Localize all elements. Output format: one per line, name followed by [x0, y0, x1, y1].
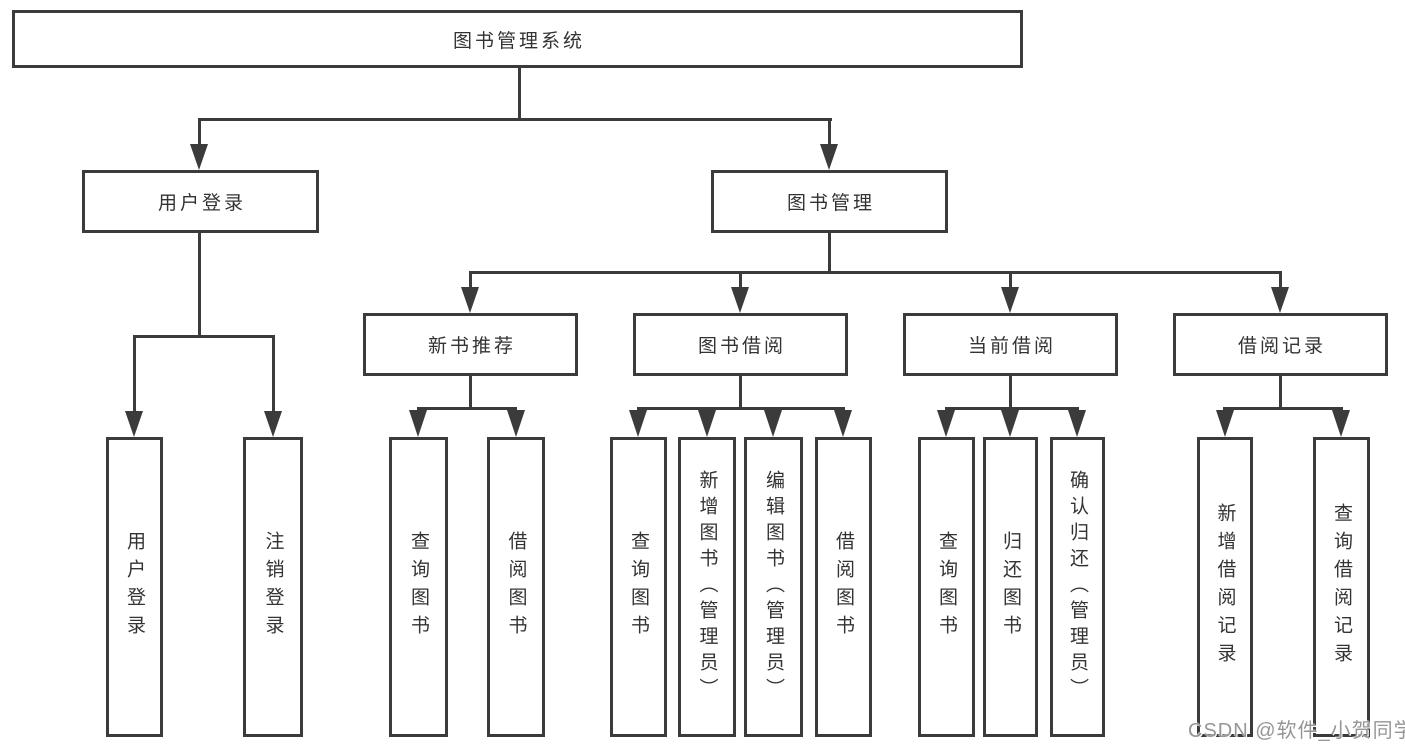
connector-root-stem [518, 68, 521, 120]
connector-drop-current [1009, 274, 1012, 290]
arrow-down-icon [1001, 287, 1019, 313]
node-current-borrowing: 当前借阅 [903, 313, 1118, 376]
connector-borrowing-bar [637, 407, 845, 410]
node-new-book-recommend-label: 新书推荐 [427, 336, 516, 357]
connector-drop-book-management [828, 121, 831, 147]
connector-root-bar [198, 118, 832, 121]
arrow-down-icon [834, 410, 852, 437]
root-node-label: 图书管理系统 [452, 30, 585, 52]
connector-drop-leaf-login [133, 338, 136, 414]
arrow-down-icon [264, 411, 282, 437]
leaf-borrow-books-label: 借阅图书 [833, 531, 854, 643]
leaf-borrow-books-recommend: 借阅图书 [487, 437, 545, 737]
arrow-down-icon [937, 410, 955, 437]
leaf-query-borrow-record: 查询借阅记录 [1313, 437, 1370, 737]
arrow-down-icon [1332, 410, 1350, 437]
node-book-management: 图书管理 [711, 170, 948, 233]
leaf-borrow-books-recommend-label: 借阅图书 [505, 531, 527, 643]
connector-records-bar [1223, 407, 1343, 410]
arrow-down-icon [1001, 410, 1019, 437]
root-node-library-system: 图书管理系统 [12, 10, 1023, 68]
arrow-down-icon [731, 287, 749, 313]
arrow-down-icon [190, 144, 208, 170]
node-book-borrowing: 图书借阅 [633, 313, 848, 376]
arrow-down-icon [698, 410, 716, 437]
connector-drop-leaf-logout [272, 338, 275, 414]
leaf-user-login-label: 用户登录 [124, 531, 145, 643]
leaf-query-books-recommend-label: 查询图书 [408, 531, 429, 643]
arrow-down-icon [1068, 410, 1086, 437]
leaf-add-books-admin-label: 新增图书（管理员） [696, 470, 718, 704]
leaf-edit-books-admin-label: 编辑图书（管理员） [763, 470, 784, 704]
connector-drop-user-login [198, 121, 201, 147]
arrow-down-icon [409, 410, 427, 437]
csdn-watermark: CSDN @软件_小贺同学 [1188, 720, 1405, 742]
connector-borrowing-stem [739, 376, 742, 409]
arrow-down-icon [125, 411, 143, 437]
connector-records-stem [1279, 376, 1282, 409]
leaf-confirm-return-admin: 确认归还（管理员） [1050, 437, 1105, 737]
connector-login-stem [198, 233, 201, 337]
node-current-borrowing-label: 当前借阅 [967, 336, 1056, 357]
arrow-down-icon [764, 410, 782, 437]
leaf-confirm-return-admin-label: 确认归还（管理员） [1067, 470, 1088, 704]
connector-mgmt-bar [469, 271, 1282, 274]
node-book-borrowing-label: 图书借阅 [697, 336, 786, 357]
node-user-login: 用户登录 [82, 170, 319, 233]
connector-recommend-bar [417, 407, 517, 410]
node-new-book-recommend: 新书推荐 [363, 313, 578, 376]
leaf-query-books-current-label: 查询图书 [936, 531, 957, 643]
node-borrowing-records: 借阅记录 [1173, 313, 1388, 376]
leaf-query-borrow-record-label: 查询借阅记录 [1331, 503, 1352, 671]
leaf-query-books-current: 查询图书 [918, 437, 975, 737]
leaf-return-books-label: 归还图书 [1000, 531, 1021, 643]
node-book-management-label: 图书管理 [786, 193, 875, 214]
leaf-edit-books-admin: 编辑图书（管理员） [744, 437, 803, 737]
leaf-logout-label: 注销登录 [262, 531, 284, 643]
leaf-query-books-recommend: 查询图书 [389, 437, 448, 737]
arrow-down-icon [507, 410, 525, 437]
leaf-query-books-borrow: 查询图书 [610, 437, 667, 737]
arrow-down-icon [1216, 410, 1234, 437]
connector-drop-recommend [469, 274, 472, 290]
connector-drop-borrowing [739, 274, 742, 290]
leaf-query-books-borrow-label: 查询图书 [628, 531, 649, 643]
leaf-add-borrow-record-label: 新增借阅记录 [1214, 503, 1236, 671]
connector-login-bar [133, 335, 275, 338]
leaf-user-login: 用户登录 [106, 437, 163, 737]
leaf-add-borrow-record: 新增借阅记录 [1197, 437, 1253, 737]
leaf-return-books: 归还图书 [983, 437, 1038, 737]
leaf-borrow-books: 借阅图书 [815, 437, 872, 737]
leaf-add-books-admin: 新增图书（管理员） [678, 437, 736, 737]
arrow-down-icon [820, 144, 838, 170]
arrow-down-icon [461, 287, 479, 313]
connector-recommend-stem [469, 376, 472, 409]
connector-drop-records [1279, 274, 1282, 290]
arrow-down-icon [1271, 287, 1289, 313]
arrow-down-icon [629, 410, 647, 437]
connector-current-bar [945, 407, 1079, 410]
connector-mgmt-stem [828, 233, 831, 273]
node-borrowing-records-label: 借阅记录 [1237, 336, 1326, 357]
leaf-logout: 注销登录 [243, 437, 303, 737]
node-user-login-label: 用户登录 [157, 193, 246, 214]
connector-current-stem [1009, 376, 1012, 409]
